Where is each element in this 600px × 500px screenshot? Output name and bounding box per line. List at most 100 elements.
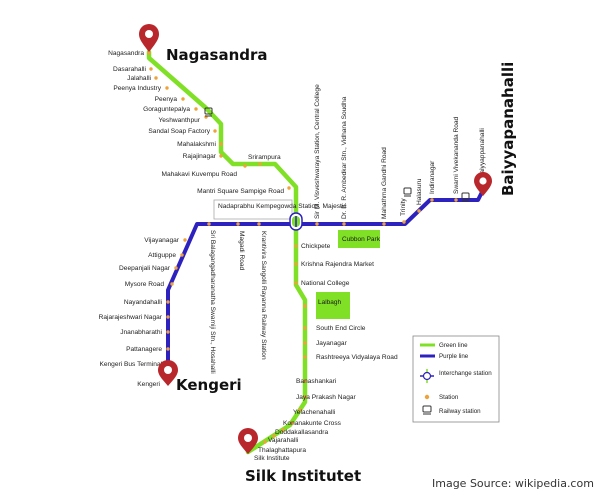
station-dot[interactable] — [166, 347, 170, 351]
station-dot[interactable] — [194, 107, 198, 111]
purple-line-east-stations: Sir M. Visveshwaraya Station, Central Co… — [314, 84, 486, 226]
station-dot[interactable] — [154, 76, 158, 80]
interchange-callout — [213, 199, 293, 220]
station-label: Pattanagere — [126, 346, 162, 353]
station-dot[interactable] — [303, 395, 307, 399]
interchange-label: Nadaprabhu Kempegowda Station, Majestic — [218, 203, 347, 210]
cubbon-park-label: Cubbon Park — [342, 236, 381, 243]
terminus-kengeri-label: Kengeri — [176, 376, 242, 394]
station-label: Thalaghattapura — [258, 447, 306, 454]
station-dot[interactable] — [243, 164, 247, 168]
station-dot[interactable] — [258, 162, 262, 166]
station-dot[interactable] — [287, 186, 291, 190]
station-dot[interactable] — [342, 222, 346, 226]
station-label: Banashankari — [296, 378, 337, 385]
kengeri-pin-icon — [158, 360, 178, 386]
station-dot[interactable] — [303, 326, 307, 330]
station-dot[interactable] — [219, 142, 223, 146]
station-dot[interactable] — [236, 222, 240, 226]
station-dot[interactable] — [257, 222, 261, 226]
station-dot[interactable] — [147, 51, 151, 55]
station-label: Dasarahalli — [113, 66, 147, 73]
station-label: Mysore Road — [125, 281, 165, 288]
railway-station-icon — [204, 107, 213, 117]
purple-line-west-stations: Vijayanagar Attiguppe Deepanjali Nagar M… — [99, 237, 187, 388]
station-dot[interactable] — [382, 222, 386, 226]
station-label: Sandal Soap Factory — [148, 128, 210, 135]
station-dot[interactable] — [294, 281, 298, 285]
station-dot[interactable] — [303, 379, 307, 383]
station-dot[interactable] — [174, 266, 178, 270]
station-label: Swami Vivekananda Road — [453, 116, 460, 194]
legend-interchange-icon — [420, 369, 434, 383]
legend-purple-line: Purple line — [439, 353, 469, 360]
station-label: Yeshwanthpur — [158, 117, 200, 124]
station-label: Chickpete — [301, 243, 331, 250]
silk-institute-pin-icon — [238, 428, 258, 454]
station-dot[interactable] — [166, 330, 170, 334]
station-dot[interactable] — [170, 282, 174, 286]
station-dot[interactable] — [294, 244, 298, 248]
station-label: Nagasandra — [108, 50, 144, 57]
station-label: Yelachenahalli — [293, 409, 336, 416]
station-dot[interactable] — [298, 408, 302, 412]
legend: Green line Purple line Interchange stati… — [412, 335, 500, 423]
station-dot[interactable] — [219, 154, 223, 158]
station-label: Indiranagar — [429, 160, 436, 194]
station-dot[interactable] — [430, 198, 434, 202]
station-dot[interactable] — [213, 129, 217, 133]
image-source: Image Source: wikipedia.com — [432, 477, 594, 490]
station-label: Mantri Square Sampige Road — [197, 188, 284, 195]
station-label: Mahathma Gandhi Road — [381, 147, 388, 219]
station-label: National College — [301, 280, 350, 287]
station-label: Rashtreeya Vidyalaya Road — [316, 354, 398, 361]
station-dot[interactable] — [290, 421, 294, 425]
station-dot[interactable] — [165, 86, 169, 90]
station-dot[interactable] — [166, 300, 170, 304]
station-dot[interactable] — [417, 209, 421, 213]
nagasandra-pin-icon — [139, 24, 159, 52]
legend-interchange: Interchange station — [439, 370, 492, 377]
lalbagh-area — [316, 292, 350, 319]
station-dot[interactable] — [207, 222, 211, 226]
station-dot[interactable] — [181, 97, 185, 101]
terminus-nagasandra-label: Nagasandra — [166, 46, 268, 64]
legend-railway-icon — [422, 405, 432, 415]
baiyyappanahalli-pin-icon — [474, 172, 492, 196]
station-label: Halasuru — [416, 178, 423, 205]
station-label: Peenya Industry — [113, 85, 161, 92]
lalbagh-label: Lalbagh — [318, 299, 342, 306]
green-line-stations: Nagasandra Dasarahalli Jalahalli Peenya … — [108, 50, 398, 462]
station-dot[interactable] — [180, 253, 184, 257]
station-dot[interactable] — [272, 434, 276, 438]
station-label: Attiguppe — [148, 252, 176, 259]
station-label: Rajajinagar — [183, 153, 217, 160]
station-dot[interactable] — [294, 262, 298, 266]
legend-station-icon — [424, 394, 430, 400]
station-dot[interactable] — [303, 304, 307, 308]
station-dot[interactable] — [454, 198, 458, 202]
station-dot[interactable] — [149, 67, 153, 71]
station-dot[interactable] — [303, 355, 307, 359]
interchange-station-icon[interactable] — [289, 212, 303, 231]
station-label: Baiyyappanahalli — [479, 128, 486, 178]
railway-station-icon — [461, 192, 470, 202]
station-label: Magadi Road — [238, 231, 245, 271]
station-label: Jalahalli — [127, 75, 151, 82]
station-label: Doddakallasandra — [275, 429, 328, 436]
station-label: South End Circle — [316, 325, 366, 332]
station-label: Vijayanagar — [144, 237, 180, 244]
station-label: Mahakavi Kuvempu Road — [161, 171, 237, 178]
station-dot[interactable] — [281, 428, 285, 432]
station-label: Goraguntepalya — [143, 106, 190, 113]
terminus-baiyyappanahalli-label: Baiyyapanahalli — [499, 62, 517, 196]
station-dot[interactable] — [166, 315, 170, 319]
station-label: Sir M. Visveshwaraya Station, Central Co… — [314, 84, 321, 219]
station-dot[interactable] — [303, 341, 307, 345]
station-dot[interactable] — [263, 440, 267, 444]
station-dot[interactable] — [315, 222, 319, 226]
station-dot[interactable] — [402, 220, 406, 224]
station-dot[interactable] — [183, 238, 187, 242]
station-label: Rajarajeshwari Nagar — [99, 314, 163, 321]
